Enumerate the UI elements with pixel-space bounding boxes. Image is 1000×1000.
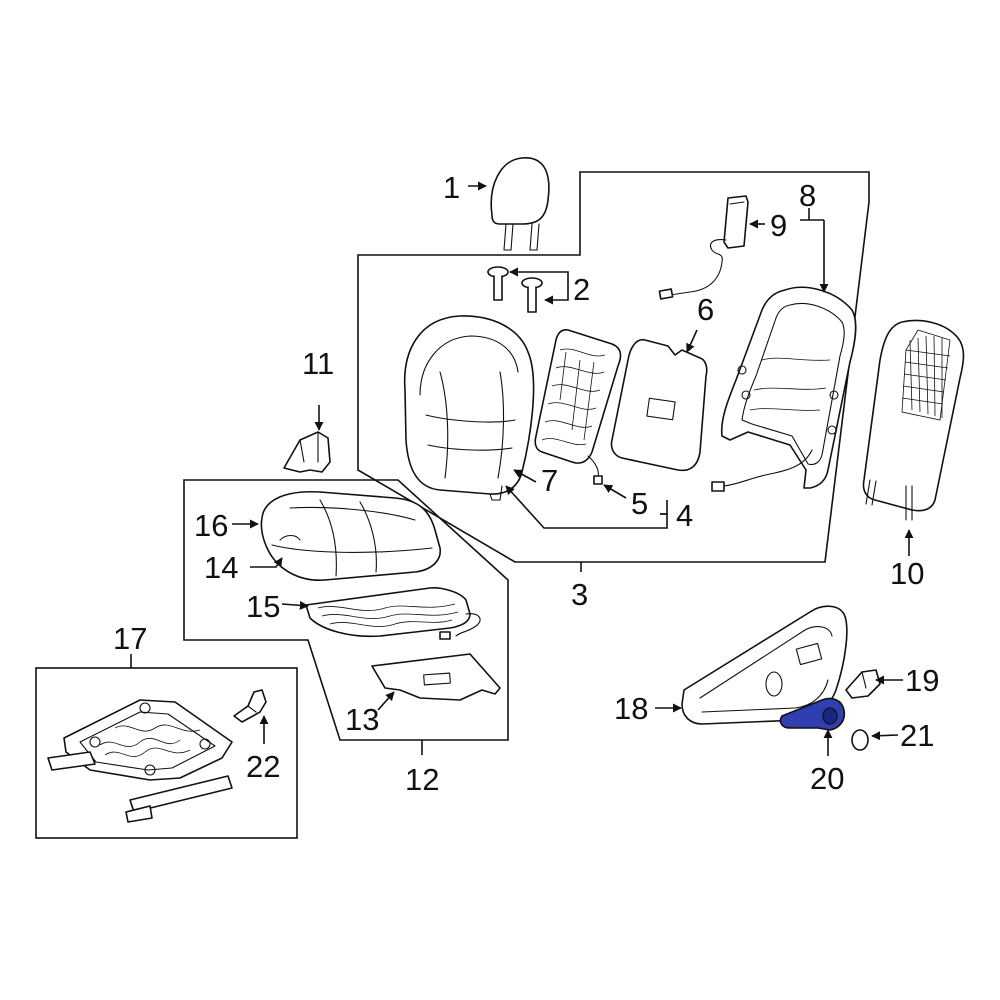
seat-cushion-heater[interactable] [305, 587, 481, 640]
callout-20: 20 [810, 761, 844, 796]
recliner-handle-hub [822, 707, 838, 725]
callout-5: 5 [631, 486, 648, 521]
callout-9: 9 [770, 208, 787, 243]
recliner-handle[interactable] [779, 697, 846, 731]
seat-cushion-group-frame [183, 479, 509, 741]
callout-19: 19 [905, 663, 939, 698]
leader-lines [130, 181, 914, 756]
callout-6: 6 [697, 292, 714, 327]
callout-12: 12 [405, 762, 439, 797]
callout-13: 13 [345, 702, 379, 737]
seat-cushion-cover[interactable] [260, 490, 441, 581]
callout-labels: 1 2 3 4 5 6 7 8 9 10 11 12 13 14 15 16 1… [113, 170, 939, 797]
callout-22: 22 [246, 749, 280, 784]
callout-16: 16 [194, 508, 228, 543]
cover-cap[interactable] [845, 669, 881, 699]
back-heater-pad[interactable] [534, 329, 622, 485]
seat-back-frame[interactable] [711, 286, 857, 492]
seat-track-assembly[interactable] [47, 699, 233, 823]
seat-back-cover[interactable] [403, 315, 535, 501]
back-pad[interactable] [610, 338, 708, 472]
callout-1: 1 [443, 170, 460, 205]
callout-15: 15 [246, 589, 280, 624]
callout-7: 7 [541, 463, 558, 498]
seat-track-group-frame [35, 667, 298, 839]
washer[interactable] [851, 729, 869, 751]
seat-side-shield[interactable] [681, 605, 848, 725]
callout-2: 2 [573, 272, 590, 307]
seat-back-group-frame [357, 171, 870, 563]
side-bracket[interactable] [283, 431, 331, 473]
track-clip[interactable] [233, 689, 267, 723]
headrest-guides[interactable] [487, 266, 543, 313]
callout-18: 18 [614, 691, 648, 726]
headrest[interactable] [490, 157, 550, 251]
seat-cushion-pad[interactable] [371, 653, 501, 701]
callout-21: 21 [900, 718, 934, 753]
callout-17: 17 [113, 621, 147, 656]
callout-10: 10 [890, 556, 924, 591]
callout-14: 14 [204, 550, 238, 585]
callout-3: 3 [571, 577, 588, 612]
callout-11: 11 [302, 346, 334, 381]
side-airbag[interactable] [658, 195, 749, 300]
seat-back-rear-panel[interactable] [862, 319, 965, 521]
callout-4: 4 [676, 498, 693, 533]
callout-8: 8 [799, 178, 816, 213]
